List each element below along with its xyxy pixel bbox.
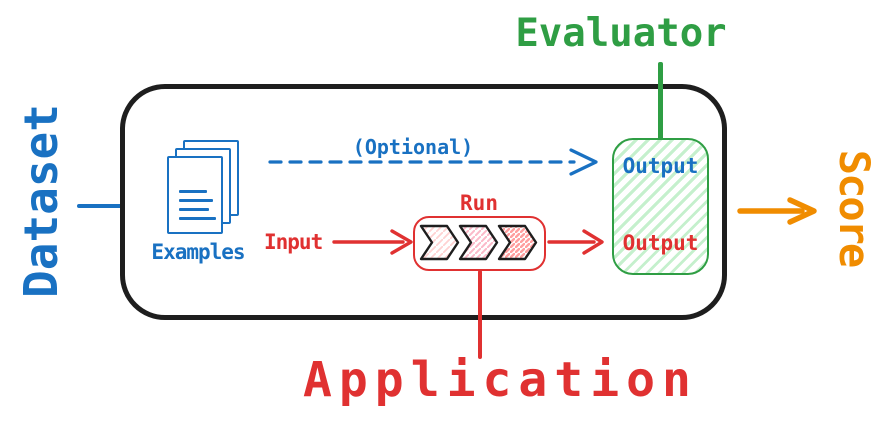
evaluator-box <box>612 138 709 275</box>
run-output-arrow <box>547 229 604 255</box>
input-label: Input <box>264 230 323 254</box>
document-text-line <box>179 217 216 220</box>
reference-output-label: Output <box>622 154 699 178</box>
dataset-connector-line <box>77 204 122 208</box>
document-page-front <box>167 156 223 234</box>
optional-label: (Optional) <box>352 135 474 159</box>
pipeline-step-3 <box>497 224 538 261</box>
optional-dashed-arrow <box>268 148 598 176</box>
application-connector-line <box>478 270 482 359</box>
evaluator-label: Evaluator <box>515 11 727 56</box>
examples-label: Examples <box>151 240 245 264</box>
document-text-line <box>179 190 207 193</box>
evaluator-connector-line <box>658 62 663 142</box>
experiment-container-box <box>120 84 727 320</box>
score-label: Score <box>830 149 879 267</box>
actual-output-label: Output <box>622 231 699 255</box>
document-text-line <box>179 208 209 211</box>
document-text-line <box>179 199 213 202</box>
input-arrow <box>332 229 413 255</box>
pipeline-step-1 <box>419 224 460 261</box>
score-arrow <box>737 197 817 225</box>
dataset-label: Dataset <box>14 104 68 298</box>
chevron-pipeline-icon <box>419 224 538 261</box>
pipeline-step-2 <box>458 224 499 261</box>
run-label: Run <box>460 191 498 215</box>
run-pipeline-box <box>413 216 546 271</box>
application-label: Application <box>303 352 698 408</box>
